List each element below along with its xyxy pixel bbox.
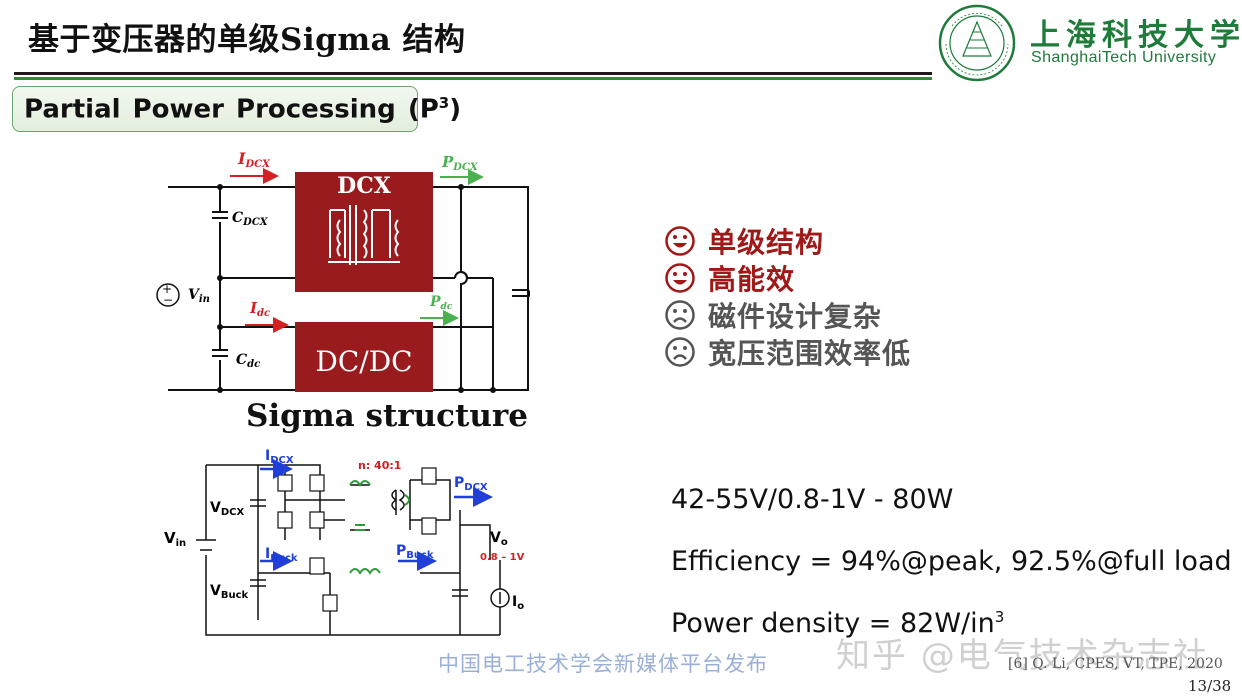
spec-efficiency: Efficiency = 94%@peak, 92.5%@full load (671, 546, 1232, 577)
dcx-label: DCX (337, 173, 392, 199)
title-rule-dark (14, 72, 932, 75)
list-item: 磁件设计复杂 (664, 296, 911, 333)
svg-text:CDCX: CDCX (232, 210, 269, 228)
circuit-schematic: IDCX n: 40:1 PDCX VDCX Vin IBuck PBuck V… (164, 448, 525, 636)
university-name-cn: 上海科技大学 (1030, 18, 1242, 53)
svg-text:0.8 – 1V: 0.8 – 1V (480, 552, 525, 563)
svg-text:PDCX: PDCX (441, 153, 479, 173)
happy-face-icon (665, 225, 695, 256)
section-title: Partial Power Processing (P3) (24, 94, 462, 125)
list-item: 宽压范围效率低 (664, 333, 911, 370)
spec-power-density: Power density = 82W/in3 (671, 608, 1005, 639)
svg-text:PBuck: PBuck (396, 543, 434, 561)
reference-citation: [6] Q. Li, CPES, VT, TPE, 2020 (1008, 656, 1223, 672)
list-item: 单级结构 (664, 222, 911, 259)
svg-text:Pdc: Pdc (429, 294, 453, 312)
dcdc-block (295, 322, 433, 392)
figure-caption: Sigma structure (246, 398, 528, 434)
title-rule-green (14, 77, 932, 80)
sigma-structure-diagram: +− DCX DC/DC IDCX PDCX CDCX Vin Co Idc P… (156, 150, 530, 393)
svg-text:IDCX: IDCX (237, 150, 271, 170)
university-name-en: ShanghaiTech University (1031, 49, 1217, 66)
page-number: 13/38 (1188, 677, 1232, 695)
svg-text:Io: Io (512, 594, 524, 612)
happy-face-icon (665, 262, 695, 293)
svg-text:−: − (163, 293, 173, 307)
sad-face-icon (665, 336, 695, 367)
list-item: 高能效 (664, 259, 911, 296)
spec-rating: 42-55V/0.8-1V - 80W (671, 484, 954, 515)
svg-text:Idc: Idc (249, 299, 270, 319)
svg-text:Vo: Vo (490, 530, 508, 548)
turns-ratio-label: n: 40:1 (358, 459, 401, 472)
pros-cons-list: 单级结构 高能效 磁件设计复杂 宽压范围效率低 (664, 222, 911, 370)
svg-text:Cdc: Cdc (236, 352, 260, 370)
svg-text:VDCX: VDCX (210, 500, 244, 518)
watermark-right: 知乎 @电气技术杂志社 (836, 636, 1209, 676)
section-title-box (12, 86, 418, 132)
svg-text:+: + (162, 282, 172, 296)
slide-title: 基于变压器的单级Sigma 结构 (28, 22, 466, 58)
transformer-icon (328, 205, 400, 265)
svg-text:Co: Co (528, 286, 530, 304)
source-icon (156, 283, 180, 307)
svg-text:IDCX: IDCX (265, 448, 294, 466)
svg-text:VBuck: VBuck (210, 583, 249, 601)
university-logo (938, 4, 1016, 82)
sad-face-icon (665, 299, 695, 330)
dcx-block (295, 172, 433, 292)
svg-text:Vin: Vin (164, 529, 186, 549)
svg-text:Vin: Vin (188, 287, 210, 305)
svg-text:PDCX: PDCX (454, 475, 488, 493)
watermark-left: 中国电工技术学会新媒体平台发布 (438, 652, 768, 676)
svg-text:IBuck: IBuck (265, 546, 298, 564)
dcdc-label: DC/DC (315, 345, 412, 378)
